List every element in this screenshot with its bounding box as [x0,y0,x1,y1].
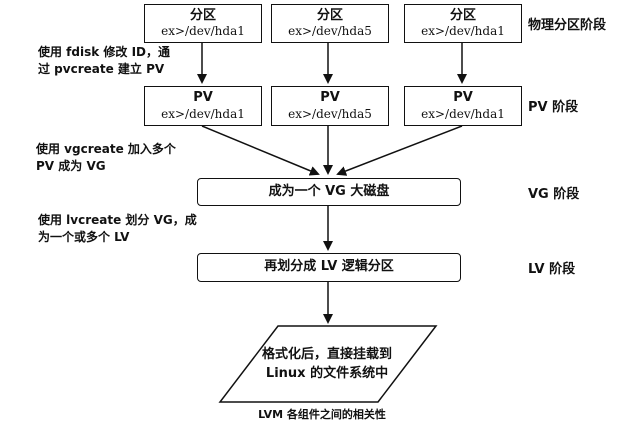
pv-box-2-device: ex>/dev/hda5 [288,106,372,121]
pv-box-3-title: PV [453,90,473,106]
partition-box-3-title: 分区 [449,7,476,23]
lv-box-label: 再划分成 LV 逻辑分区 [264,259,394,275]
stage-physical-label: 物理分区阶段 [528,18,607,33]
stage-vg-label: VG 阶段 [528,187,580,202]
filesystem-line-1: 格式化后，直接挂载到 [261,347,392,362]
note-fdisk-line-2: 过 pvcreate 建立 PV [38,62,165,77]
arrow-pv1-vg [201,125,320,176]
note-fdisk: 使用 fdisk 修改 ID，通 过 pvcreate 建立 PV [38,44,170,79]
pv-box-1-title: PV [193,90,213,106]
pv-box-1: PV ex>/dev/hda1 [144,86,262,126]
partition-box-2: 分区 ex>/dev/hda5 [271,4,389,43]
vg-box-label: 成为一个 VG 大磁盘 [268,183,390,199]
note-vgcreate-line-1: 使用 vgcreate 加入多个 [36,142,176,156]
stage-pv-label: PV 阶段 [528,100,579,115]
stage-lv-label: LV 阶段 [528,262,576,277]
partition-box-3-device: ex>/dev/hda1 [421,24,505,39]
pv-box-2: PV ex>/dev/hda5 [271,86,389,126]
partition-box-3: 分区 ex>/dev/hda1 [404,4,522,43]
partition-box-1: 分区 ex>/dev/hda1 [144,4,262,43]
filesystem-line-2: Linux 的文件系统中 [265,365,389,381]
note-lvcreate: 使用 lvcreate 划分 VG，成 为一个或多个 LV [38,212,197,247]
note-vgcreate: 使用 vgcreate 加入多个 PV 成为 VG [36,141,176,176]
partition-box-1-device: ex>/dev/hda1 [161,24,245,39]
partition-box-2-title: 分区 [316,7,343,23]
pv-box-3: PV ex>/dev/hda1 [404,86,522,126]
note-fdisk-line-1: 使用 fdisk 修改 ID，通 [38,45,171,59]
partition-box-1-title: 分区 [189,7,216,23]
pv-box-2-title: PV [320,90,340,106]
filesystem-text: 格式化后，直接挂载到 Linux 的文件系统中 [252,346,402,384]
figure-caption: LVM 各组件之间的相关性 [258,408,386,421]
pv-box-1-device: ex>/dev/hda1 [161,106,245,121]
vg-box: 成为一个 VG 大磁盘 [197,178,461,206]
lv-box: 再划分成 LV 逻辑分区 [197,253,461,282]
note-lvcreate-line-1: 使用 lvcreate 划分 VG，成 [38,213,197,227]
filesystem-parallelogram [218,325,438,403]
pv-box-3-device: ex>/dev/hda1 [421,106,505,121]
partition-box-2-device: ex>/dev/hda5 [288,24,372,39]
arrow-pv3-vg [336,125,463,176]
note-lvcreate-line-2: 为一个或多个 LV [38,230,130,245]
note-vgcreate-line-2: PV 成为 VG [36,159,106,174]
